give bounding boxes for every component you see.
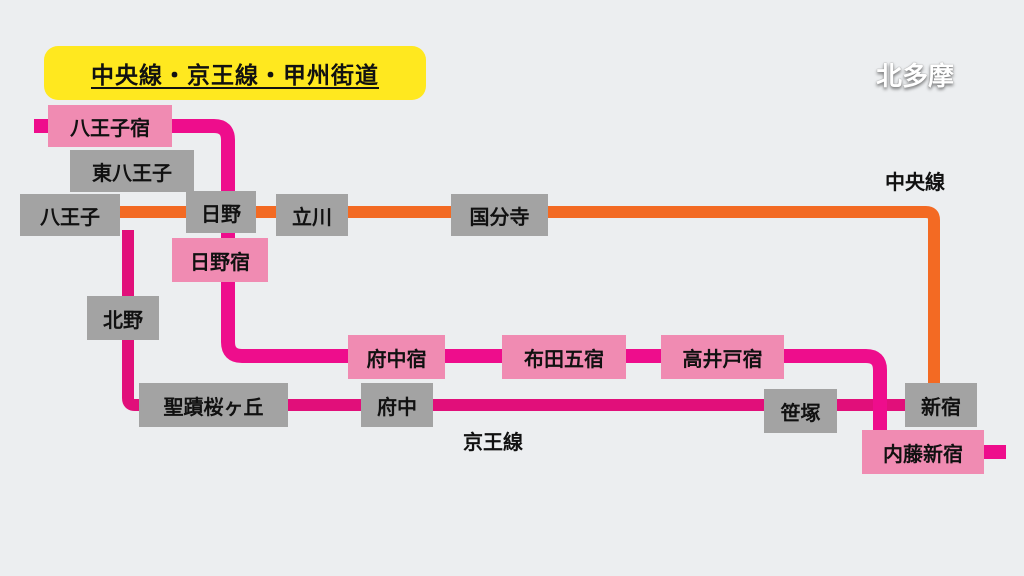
station-shinjuku[interactable]: 新宿: [905, 383, 977, 427]
station-takaido-juku[interactable]: 高井戸宿: [661, 335, 784, 379]
station-kokubunji[interactable]: 国分寺: [451, 194, 548, 236]
station-hachioji-juku[interactable]: 八王子宿: [48, 105, 172, 147]
station-higashi-hachioji[interactable]: 東八王子: [70, 150, 194, 192]
station-naito-shinjuku[interactable]: 内藤新宿: [862, 430, 984, 474]
station-kitano[interactable]: 北野: [87, 296, 159, 340]
chuo-line-path: [120, 206, 940, 405]
region-label: 北多摩: [875, 62, 954, 92]
station-fuchu[interactable]: 府中: [361, 383, 433, 427]
station-tachikawa[interactable]: 立川: [276, 194, 348, 236]
station-fuda-goshuku[interactable]: 布田五宿: [502, 335, 626, 379]
keio-line-label: 京王線: [463, 430, 523, 454]
station-hino[interactable]: 日野: [186, 191, 256, 233]
keio-line-path: [122, 230, 905, 411]
chuo-line-label: 中央線: [885, 170, 945, 194]
station-seiseki-sakuragaoka[interactable]: 聖蹟桜ヶ丘: [139, 383, 288, 427]
station-hachioji[interactable]: 八王子: [20, 194, 120, 236]
title-badge: 中央線・京王線・甲州街道: [44, 46, 426, 100]
station-sasazuka[interactable]: 笹塚: [764, 389, 837, 433]
station-hino-juku[interactable]: 日野宿: [172, 238, 268, 282]
station-fuchu-juku[interactable]: 府中宿: [348, 335, 445, 379]
koshu-kaido-path: [34, 119, 1006, 459]
map-title: 中央線・京王線・甲州街道: [91, 63, 379, 89]
